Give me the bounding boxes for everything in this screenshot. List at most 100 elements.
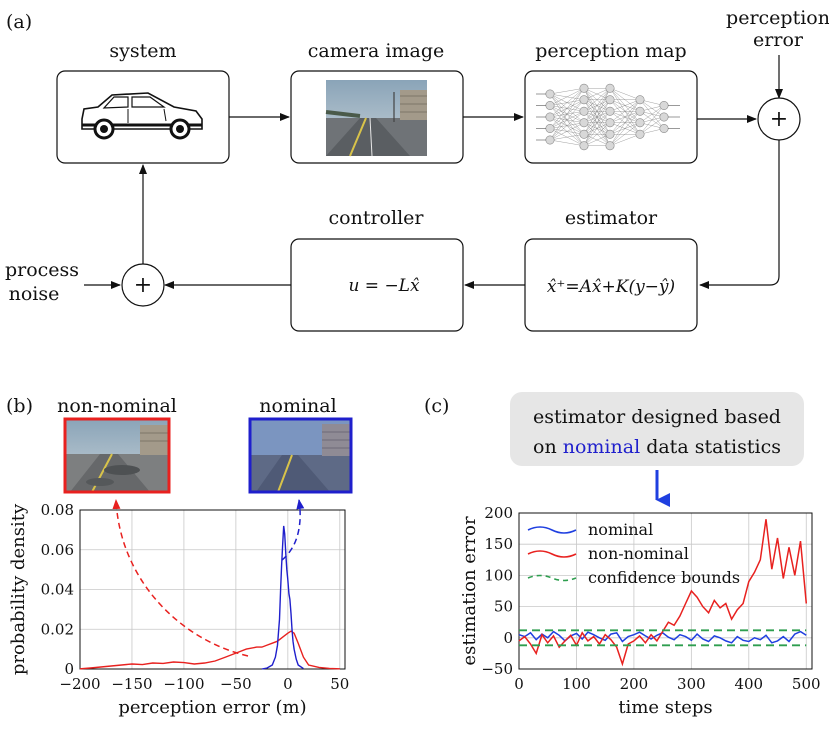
nn-node [659,124,669,134]
non-nominal-road-image [63,417,171,494]
nn-edge [583,88,611,135]
nn-node [635,95,645,105]
x-tick-label: −150 [111,675,152,693]
nn-node [579,83,589,93]
callout-suffix: data statistics [640,436,781,458]
nn-edge [549,111,585,141]
nn-node [605,83,615,93]
nn-edge [639,116,665,135]
legend-swatch [527,526,577,534]
nn-edge [549,99,585,141]
process-noise-label-line2: noise [9,283,60,305]
callout-line1: estimator designed based [533,406,781,428]
perception-error-label-line1: perception [726,7,829,29]
car-icon [81,92,203,140]
y-tick-label: 0 [64,660,74,678]
x-tick-label: −50 [220,675,252,693]
nn-edge [583,88,611,146]
callout-box [510,392,804,466]
non-nominal-image-label: non-nominal [57,395,177,417]
nn-edge [549,88,585,95]
legend-label: confidence bounds [588,568,740,587]
y-axis-label: estimation error [459,516,480,666]
y-tick-label: −50 [481,660,513,678]
nn-edge [609,134,641,146]
x-tick-label: 300 [677,675,706,693]
nn-edge [609,99,641,112]
nominal-image-label: nominal [259,395,336,417]
series-line-nominal [518,630,807,644]
nn-node [579,106,589,116]
nn-node [579,141,589,151]
system-label: system [109,40,176,62]
camera-image-label: camera image [308,40,445,62]
nn-node [659,112,669,122]
nn-edge [583,134,611,146]
nn-edge [583,99,611,146]
grid-lines [79,509,345,670]
x-axis-label: perception error (m) [118,697,306,718]
series-line-nominal [261,525,304,670]
estimator-label: estimator [565,207,658,229]
nn-edge [549,88,585,141]
callout-highlight: nominal [563,436,640,458]
nn-node [635,129,645,139]
perception-map-label: perception map [535,40,686,62]
legend-label: non-nominal [588,544,689,563]
legend-swatch [527,574,577,582]
road-photo-icon [325,80,427,157]
nn-edge [609,99,641,146]
nn-edge [549,139,585,146]
x-tick-label: −200 [59,675,100,693]
x-tick-label: 500 [792,675,821,693]
plot-frame [518,512,813,670]
y-tick-label: 200 [484,504,513,522]
nn-node [545,124,555,134]
nn-node [605,129,615,139]
y-tick-label: 0.06 [41,541,74,559]
panel-c-label: (c) [424,395,449,417]
series-line-non-nominal [79,630,340,670]
plot-frame [79,509,346,670]
controller-label: controller [329,207,425,229]
nn-edge [583,111,611,146]
nn-node [545,101,555,111]
x-tick-label: 200 [620,675,649,693]
nn-edge [549,88,585,118]
perception-error-label-line2: error [753,29,804,51]
neural-network-icon [536,83,680,151]
nn-edge [639,105,665,123]
non-nominal-connector-arrow [112,499,249,657]
nn-edge [583,88,611,100]
nn-node [659,101,669,111]
perception-error-sum-symbol: + [770,107,788,132]
nn-node [635,106,645,116]
x-tick-label: 0 [283,675,293,693]
estimator-equation: x̂⁺=Ax̂+K(y−ŷ) [547,277,675,297]
nn-edge [549,134,585,141]
nn-node [635,118,645,128]
y-tick-label: 100 [484,566,513,584]
nominal-road-image [248,417,353,494]
nn-node [605,95,615,105]
nn-edge [609,99,641,135]
nn-edge [639,105,665,135]
y-axis-label: probability density [8,503,29,675]
x-axis-label: time steps [618,697,712,718]
nn-edge [549,122,585,141]
process-noise-label-line1: process [5,259,79,281]
nn-node [579,95,589,105]
nn-edge [609,122,641,146]
perception-map-box [524,70,698,164]
nn-node [579,118,589,128]
y-tick-label: 0.04 [41,581,74,599]
x-tick-label: −100 [163,675,204,693]
nn-node [545,135,555,145]
nn-edge [549,88,585,106]
legend-label: nominal [588,520,653,539]
x-tick-label: 50 [330,675,349,693]
nominal-connector-arrow [281,499,305,561]
legend: nominal non-nominal confidence bounds [527,520,740,587]
